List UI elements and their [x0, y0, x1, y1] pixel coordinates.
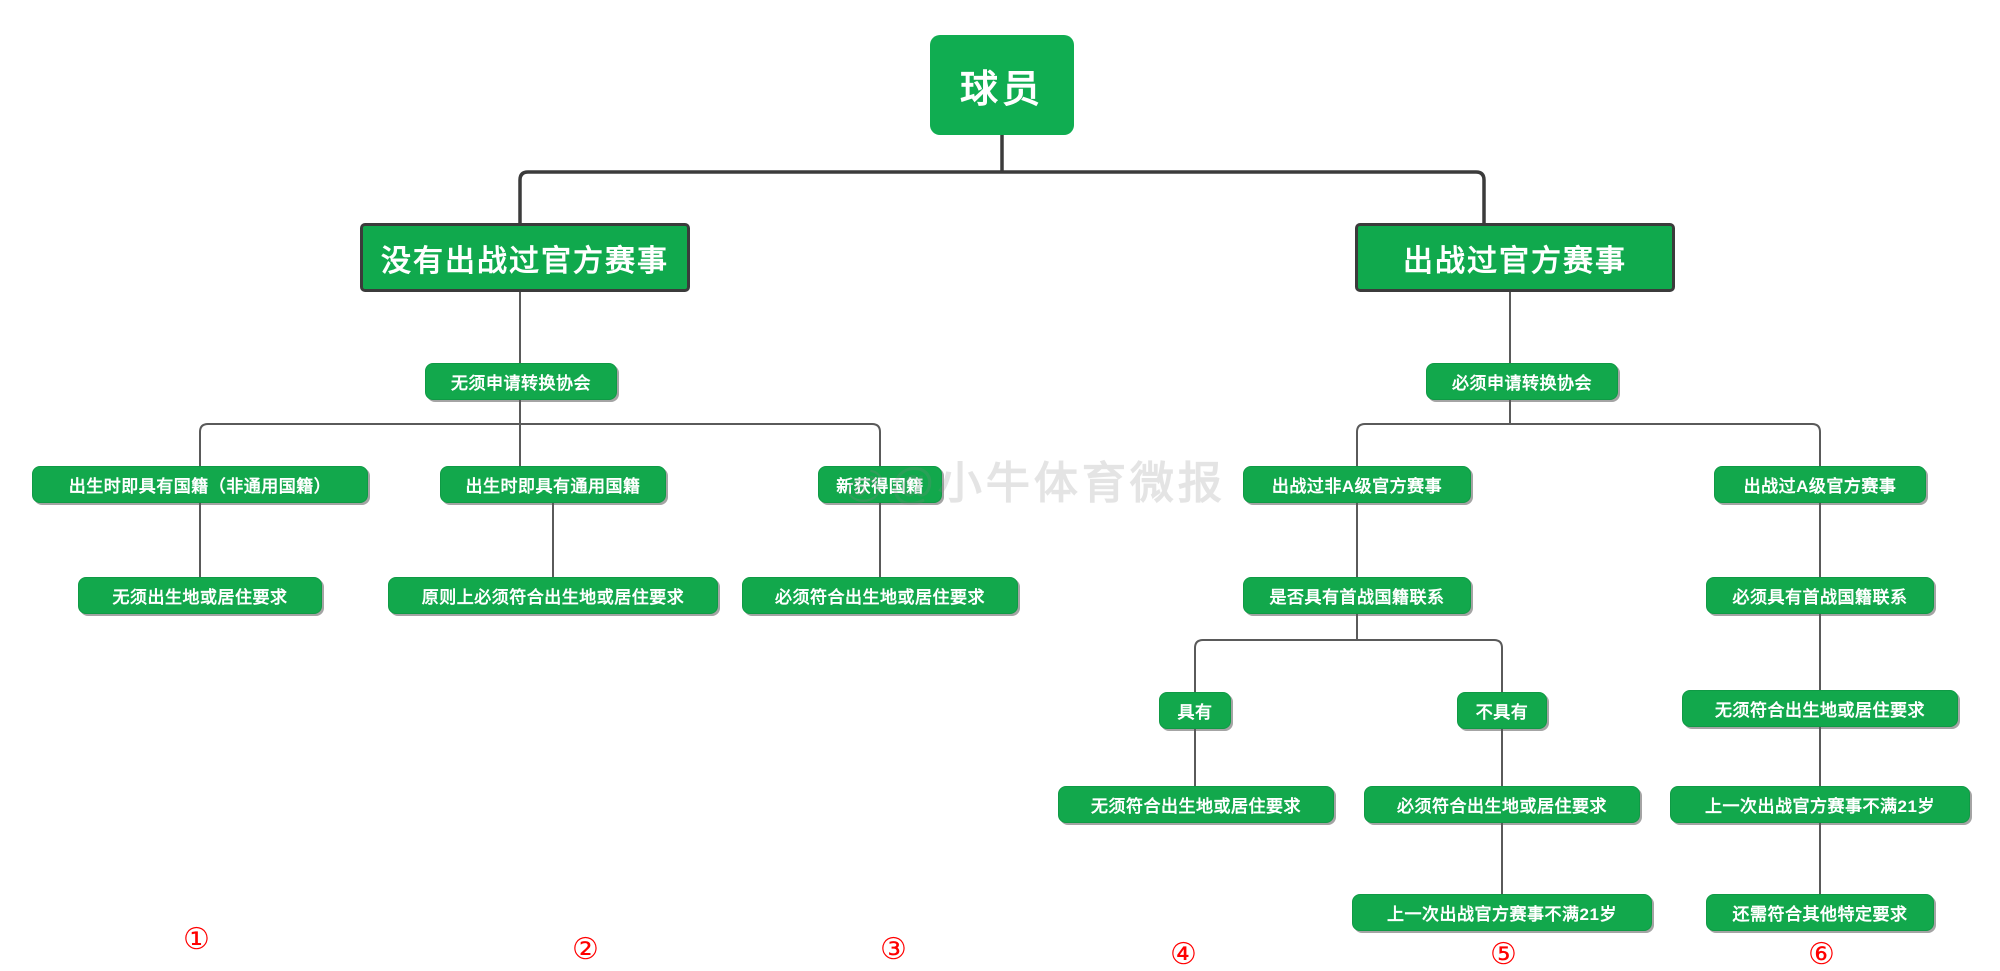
watermark: @小牛体育微报 [845, 447, 1226, 511]
node-label: 不具有 [1475, 703, 1529, 722]
node-root-player[interactable]: 球员 [930, 35, 1074, 135]
node-label: 新获得国籍 [836, 477, 924, 496]
node-must-apply-switch[interactable]: 必须申请转换协会 [1426, 363, 1618, 400]
node-label: 出战过官方赛事 [1403, 244, 1627, 278]
number-marker-3: ③ [880, 932, 907, 967]
number-marker-4: ④ [1170, 937, 1197, 971]
node-label: 球员 [959, 68, 1044, 111]
weibo-logo-icon [847, 469, 883, 502]
node-no-birth-residence-requirement[interactable]: 无须出生地或居住要求 [78, 577, 322, 614]
node-must-have-first-match-nationality-link[interactable]: 必须具有首战国籍联系 [1706, 577, 1934, 614]
node-principle-birth-residence-requirement[interactable]: 原则上必须符合出生地或居住要求 [388, 577, 718, 614]
node-label: 必须申请转换协会 [1452, 374, 1592, 393]
node-has-first-match-nationality-link-question[interactable]: 是否具有首战国籍联系 [1243, 577, 1471, 614]
node-has-link-yes[interactable]: 具有 [1159, 692, 1231, 729]
number-marker-5: ⑤ [1490, 937, 1517, 971]
number-marker-2: ② [572, 932, 599, 967]
node-label: 没有出战过官方赛事 [381, 244, 669, 278]
node-label: 原则上必须符合出生地或居住要求 [421, 588, 685, 607]
node-label: 是否具有首战国籍联系 [1269, 588, 1445, 607]
node-label: 出生时即具有通用国籍 [465, 477, 641, 496]
node-other-specific-requirements[interactable]: 还需符合其他特定要求 [1706, 894, 1934, 931]
node-birth-nationality-non-universal[interactable]: 出生时即具有国籍（非通用国籍） [32, 466, 368, 503]
node-label: 出生时即具有国籍（非通用国籍） [68, 477, 332, 496]
node-must-birth-residence-5b[interactable]: 必须符合出生地或居住要求 [1364, 786, 1640, 823]
node-under-21-last-official-match-5[interactable]: 上一次出战官方赛事不满21岁 [1352, 894, 1652, 931]
node-label: 无须符合出生地或居住要求 [1091, 797, 1301, 816]
node-label: 上一次出战官方赛事不满21岁 [1387, 905, 1617, 924]
node-has-link-no[interactable]: 不具有 [1457, 692, 1547, 729]
node-played-official-match[interactable]: 出战过官方赛事 [1355, 223, 1675, 292]
node-under-21-last-official-match-6[interactable]: 上一次出战官方赛事不满21岁 [1670, 786, 1970, 823]
node-label: 无须申请转换协会 [451, 374, 591, 393]
node-label: 出战过A级官方赛事 [1743, 477, 1897, 496]
node-label: 必须符合出生地或居住要求 [775, 588, 985, 607]
node-label: 出战过非A级官方赛事 [1271, 477, 1443, 496]
node-no-official-match[interactable]: 没有出战过官方赛事 [360, 223, 690, 292]
node-no-need-apply-switch[interactable]: 无须申请转换协会 [425, 363, 617, 400]
node-no-need-birth-residence-6[interactable]: 无须符合出生地或居住要求 [1682, 690, 1958, 727]
node-new-nationality[interactable]: 新获得国籍 [818, 466, 942, 503]
number-marker-6: ⑥ [1808, 937, 1835, 971]
node-label: 无须出生地或居住要求 [112, 588, 288, 607]
node-label: 必须符合出生地或居住要求 [1397, 797, 1607, 816]
node-must-birth-residence-requirement-3[interactable]: 必须符合出生地或居住要求 [742, 577, 1018, 614]
node-label: 具有 [1177, 703, 1213, 722]
node-label: 无须符合出生地或居住要求 [1715, 701, 1925, 720]
node-no-need-birth-residence-5a[interactable]: 无须符合出生地或居住要求 [1058, 786, 1334, 823]
node-label: 上一次出战官方赛事不满21岁 [1705, 797, 1935, 816]
node-played-non-a-level[interactable]: 出战过非A级官方赛事 [1243, 466, 1471, 503]
node-played-a-level[interactable]: 出战过A级官方赛事 [1714, 466, 1926, 503]
node-label: 还需符合其他特定要求 [1732, 905, 1908, 924]
node-label: 必须具有首战国籍联系 [1732, 588, 1908, 607]
number-marker-1: ① [183, 922, 210, 957]
watermark-text: @小牛体育微报 [891, 459, 1226, 508]
node-birth-nationality-universal[interactable]: 出生时即具有通用国籍 [440, 466, 666, 503]
